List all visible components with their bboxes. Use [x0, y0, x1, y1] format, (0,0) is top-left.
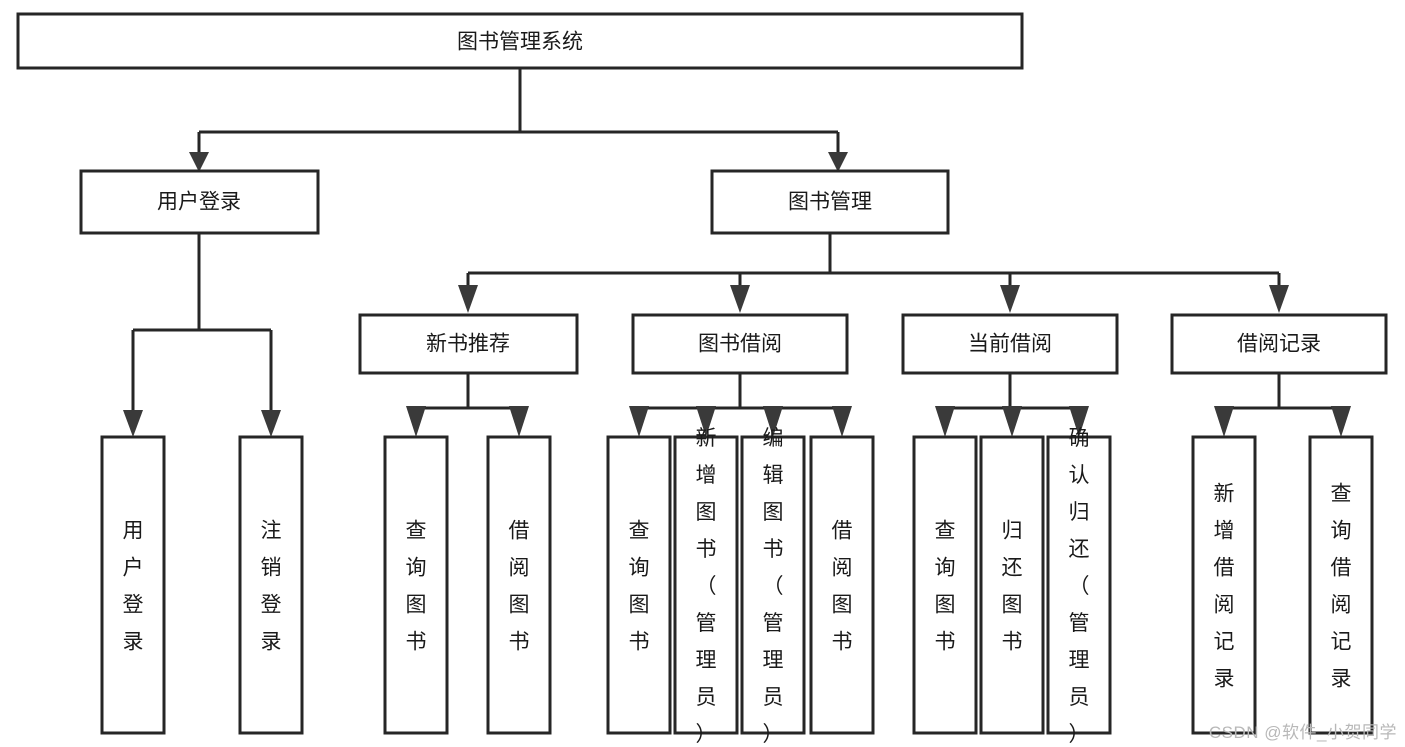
node-user-login-box[interactable]: [79, 169, 320, 235]
arrowhead-icon: [629, 406, 649, 437]
connector-borrowrecord-to-children: [1222, 373, 1343, 418]
node-book-borrow[interactable]: 图书借阅: [631, 313, 849, 375]
node-current-borrow-label: 当前借阅: [968, 333, 1052, 356]
leaf-borrow-book-2-box[interactable]: [809, 435, 875, 735]
node-borrow-record-box[interactable]: [1170, 313, 1388, 375]
connector-root-to-level2: [197, 68, 840, 152]
leaf-user-login[interactable]: 用户登录: [100, 435, 166, 735]
arrowhead-icon: [406, 406, 426, 437]
node-book-manage-box[interactable]: [710, 169, 950, 235]
connector-userlogin-to-children: [131, 233, 273, 418]
node-book-borrow-box[interactable]: [631, 313, 849, 375]
arrowhead-icon: [832, 406, 852, 437]
node-book-borrow-label: 图书借阅: [698, 333, 782, 356]
leaf-query-book-1-label: 查询图书: [406, 520, 427, 654]
leaf-edit-book-box[interactable]: [740, 435, 806, 735]
leaf-borrow-book-1[interactable]: 借阅图书: [486, 435, 552, 735]
leaf-borrow-book-2-label: 借阅图书: [832, 520, 853, 654]
node-new-book-rec-box[interactable]: [358, 313, 579, 375]
arrowhead-icon: [1000, 285, 1020, 313]
node-root-label: 图书管理系统: [457, 31, 583, 54]
leaf-logout[interactable]: 注销登录: [238, 435, 304, 735]
leaf-confirm-return-box[interactable]: [1046, 435, 1112, 735]
arrowhead-icon: [696, 406, 716, 437]
leaf-borrow-book-1-label: 借阅图书: [509, 520, 530, 654]
connector-newbook-to-children: [414, 373, 521, 418]
leaf-logout-label: 注销登录: [261, 520, 282, 654]
arrowhead-icon: [1002, 406, 1022, 437]
arrowhead-icon: [509, 406, 529, 437]
leaf-edit-book-label: 编辑图书（管理员）: [763, 427, 784, 746]
node-user-login-label: 用户登录: [157, 191, 241, 214]
node-new-book-rec[interactable]: 新书推荐: [358, 313, 579, 375]
leaf-add-record[interactable]: 新增借阅记录: [1191, 435, 1257, 735]
leaf-query-book-3-box[interactable]: [912, 435, 978, 735]
leaf-add-book-box[interactable]: [673, 435, 739, 735]
csdn-watermark: CSDN @软件_小贺同学: [1208, 723, 1397, 742]
connector-bookmanage-to-level3: [466, 233, 1281, 295]
leaf-add-book-label: 新增图书（管理员）: [696, 427, 717, 746]
leaf-query-book-2-label: 查询图书: [629, 520, 650, 654]
connector-bookborrow-to-children: [637, 373, 844, 418]
arrowhead-icon: [730, 285, 750, 313]
connectors-layer: [131, 68, 1343, 418]
leaf-query-record[interactable]: 查询借阅记录: [1308, 435, 1374, 735]
node-book-manage-label: 图书管理: [788, 191, 872, 214]
leaf-return-book-box[interactable]: [979, 435, 1045, 735]
node-borrow-record[interactable]: 借阅记录: [1170, 313, 1388, 375]
leaf-borrow-book-2[interactable]: 借阅图书: [809, 435, 875, 735]
arrowhead-icon: [1214, 406, 1234, 437]
leaf-query-book-2[interactable]: 查询图书: [606, 435, 672, 735]
arrowhead-icon: [1269, 285, 1289, 313]
node-new-book-rec-label: 新书推荐: [426, 333, 510, 356]
leaf-user-login-label: 用户登录: [123, 520, 144, 654]
arrowhead-icon: [123, 410, 143, 437]
leaf-query-record-box[interactable]: [1308, 435, 1374, 735]
arrowhead-icon: [763, 406, 783, 437]
arrowhead-icon: [1331, 406, 1351, 437]
arrowhead-icon: [1069, 406, 1089, 437]
leaf-confirm-return-label: 确认归还（管理员）: [1069, 427, 1090, 746]
node-current-borrow[interactable]: 当前借阅: [901, 313, 1119, 375]
leaf-user-login-box[interactable]: [100, 435, 166, 735]
leaf-confirm-return[interactable]: 确认归还（管理员）: [1046, 427, 1112, 746]
arrowheads-layer: [123, 152, 1351, 437]
leaf-add-record-label: 新增借阅记录: [1214, 483, 1235, 691]
node-user-login[interactable]: 用户登录: [79, 169, 320, 235]
arrowhead-icon: [935, 406, 955, 437]
leaf-borrow-book-1-box[interactable]: [486, 435, 552, 735]
leaf-return-book-label: 归还图书: [1002, 520, 1023, 654]
node-root[interactable]: 图书管理系统: [16, 12, 1024, 70]
leaf-query-book-2-box[interactable]: [606, 435, 672, 735]
node-borrow-record-label: 借阅记录: [1237, 333, 1321, 356]
leaf-add-record-box[interactable]: [1191, 435, 1257, 735]
node-book-manage[interactable]: 图书管理: [710, 169, 950, 235]
leaf-query-record-label: 查询借阅记录: [1331, 483, 1352, 691]
leaf-query-book-3-label: 查询图书: [935, 520, 956, 654]
node-current-borrow-box[interactable]: [901, 313, 1119, 375]
leaf-return-book[interactable]: 归还图书: [979, 435, 1045, 735]
arrowhead-icon: [828, 152, 848, 172]
leaf-query-book-3[interactable]: 查询图书: [912, 435, 978, 735]
leaf-edit-book[interactable]: 编辑图书（管理员）: [740, 427, 806, 746]
leaf-query-book-1[interactable]: 查询图书: [383, 435, 449, 735]
leaf-logout-box[interactable]: [238, 435, 304, 735]
arrowhead-icon: [189, 152, 209, 172]
leaf-add-book[interactable]: 新增图书（管理员）: [673, 427, 739, 746]
node-root-box[interactable]: [16, 12, 1024, 70]
leaf-query-book-1-box[interactable]: [383, 435, 449, 735]
arrowhead-icon: [261, 410, 281, 437]
arrowhead-icon: [458, 285, 478, 313]
